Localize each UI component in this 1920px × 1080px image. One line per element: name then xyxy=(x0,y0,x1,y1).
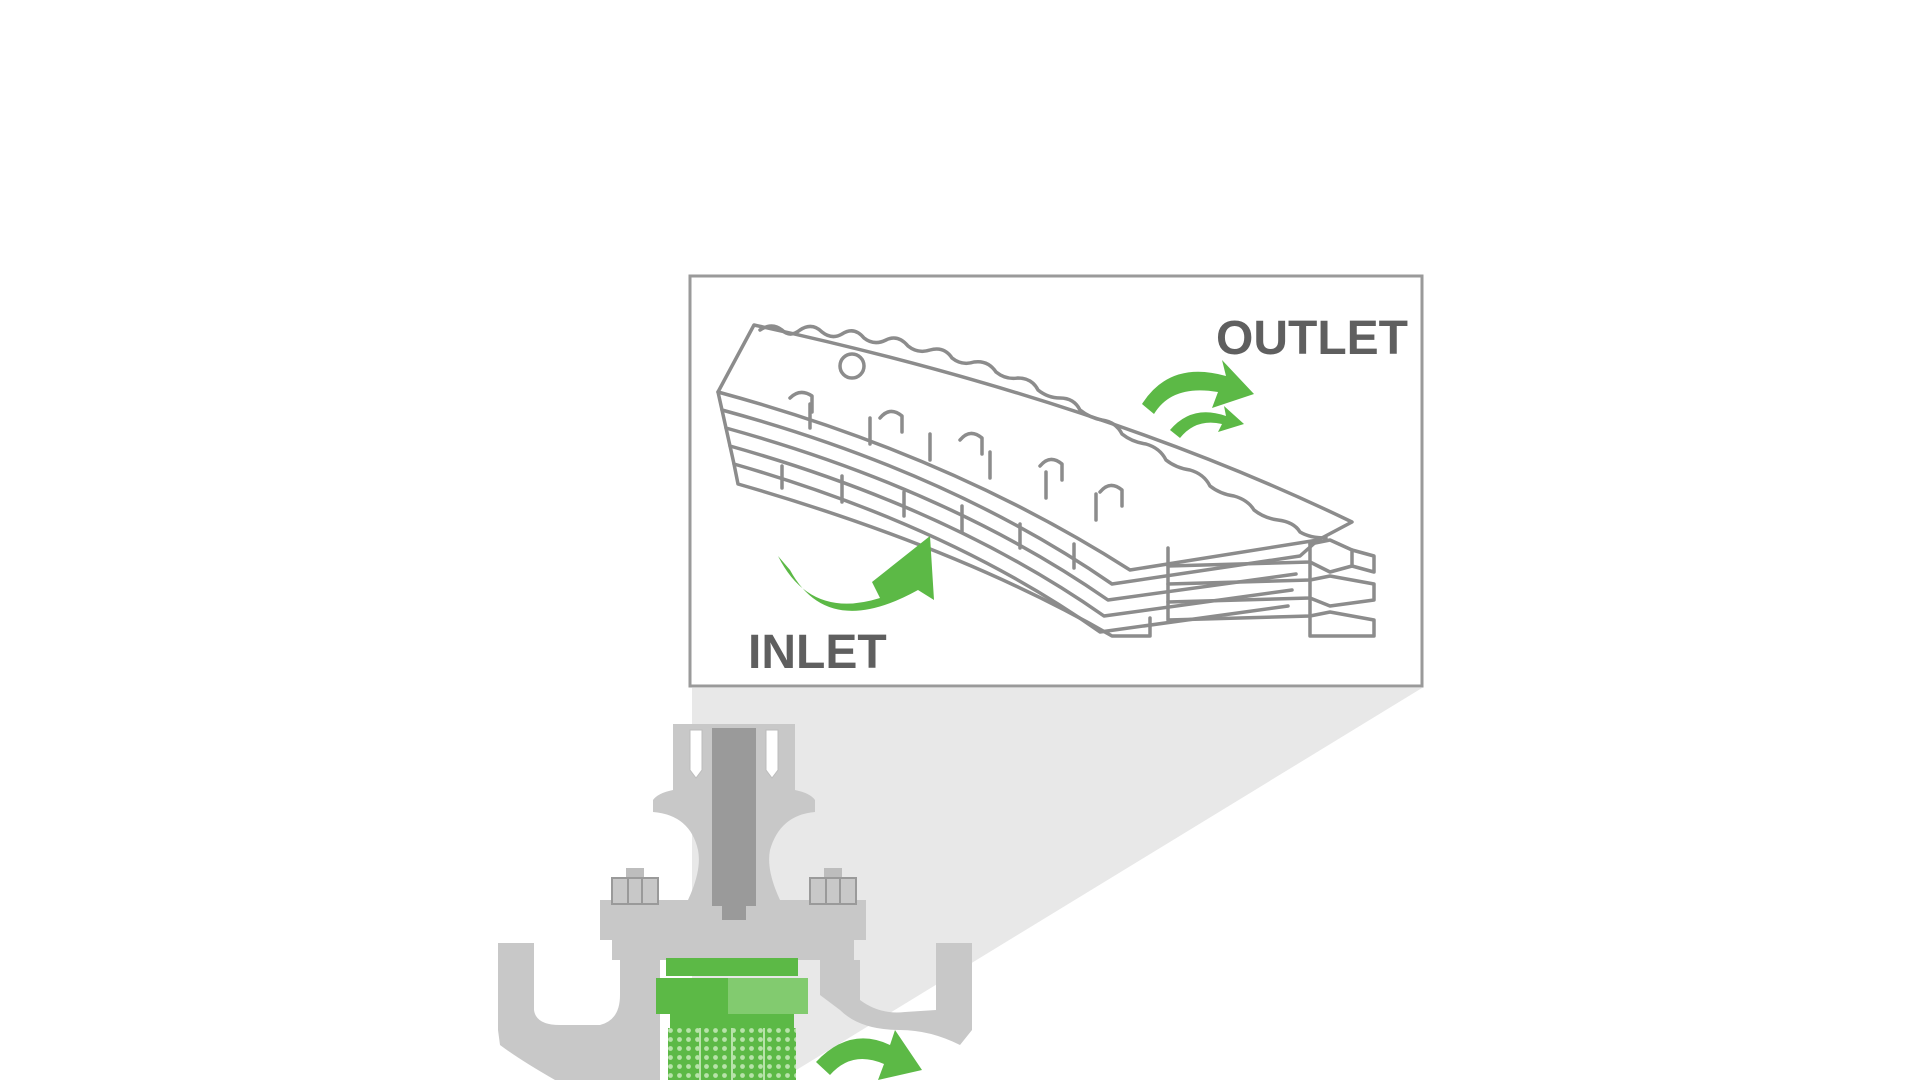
right-bolt xyxy=(809,868,857,905)
valve-stem xyxy=(712,728,756,906)
outlet-label: OUTLET xyxy=(1216,312,1408,365)
left-flange xyxy=(498,943,660,1080)
trim-cage xyxy=(656,958,808,1080)
valve-body xyxy=(498,724,972,1080)
flow-arrow-icon xyxy=(816,1030,922,1080)
outlet-arrow-icon xyxy=(1142,360,1254,414)
outlet-arrow-small-icon xyxy=(1170,406,1244,438)
inlet-label: INLET xyxy=(748,626,887,679)
inlet-arrow-icon xyxy=(778,536,934,611)
magnification-beam xyxy=(692,688,1422,1080)
right-flange xyxy=(820,943,972,1045)
stacked-disk-illustration xyxy=(716,323,1376,638)
left-bolt xyxy=(611,868,659,905)
